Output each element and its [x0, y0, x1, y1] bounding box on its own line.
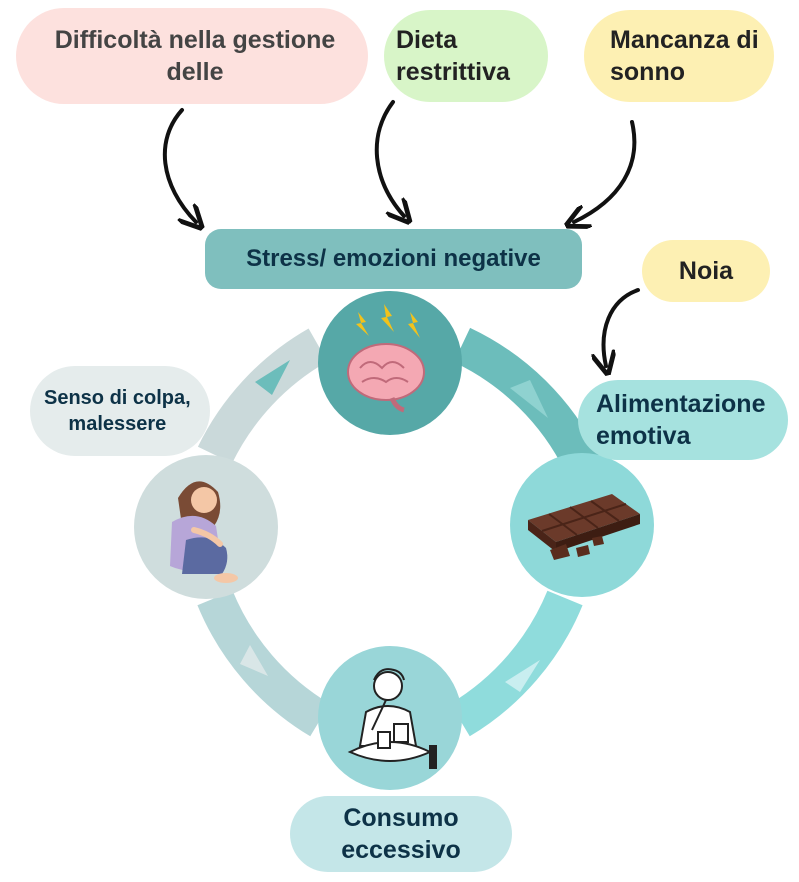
stage-label-guilt: Senso di colpa, malessere — [30, 366, 210, 456]
ring-arrowhead-2 — [505, 660, 540, 692]
cause-label: Mancanza di sonno — [610, 25, 759, 87]
ring-arrowhead-4 — [255, 360, 290, 395]
ring-arc-top-right — [453, 327, 600, 472]
brain-stress-icon — [347, 304, 425, 413]
arrow-from-noia — [604, 288, 640, 366]
stage-label: Stress/ emozioni negative — [246, 245, 541, 273]
cause-pill-emotion-management: Difficoltà nella gestione delle — [16, 8, 368, 104]
cause-pill-lack-of-sleep: Mancanza di sonno — [584, 10, 774, 102]
stage-label-overeating: Consumo eccessivo — [290, 796, 512, 872]
ring-arrowhead-3 — [240, 645, 268, 676]
cause-label: Dieta restrittiva — [396, 25, 510, 87]
stage-label: Senso di colpa, malessere — [44, 387, 191, 435]
chocolate-bar-icon — [528, 494, 640, 560]
sad-person-icon — [170, 481, 238, 583]
ring-arc-bottom-right — [449, 590, 583, 737]
cause-pill-boredom: Noia — [642, 240, 770, 302]
stage-label-emotional-eating: Alimentazione emotiva — [578, 380, 788, 460]
cause-pill-restrictive-diet: Dieta restrittiva — [384, 10, 548, 102]
cause-label: Difficoltà nella gestione delle — [54, 25, 336, 87]
ring-arc-top-left — [197, 328, 328, 464]
ring-arrowhead-1 — [510, 380, 548, 418]
stage-label: Consumo eccessivo — [341, 803, 461, 865]
cause-label: Noia — [678, 256, 734, 285]
arrow-from-cause-2 — [374, 100, 404, 216]
stage-label-stress: Stress/ emozioni negative — [205, 229, 582, 289]
arrow-from-cause-1 — [162, 108, 196, 222]
stage-label: Alimentazione emotiva — [596, 389, 766, 451]
arrow-from-cause-3 — [574, 120, 637, 222]
ring-arc-bottom-left — [197, 590, 331, 737]
person-eating-icon — [347, 668, 437, 769]
cycle-ring — [197, 327, 600, 737]
